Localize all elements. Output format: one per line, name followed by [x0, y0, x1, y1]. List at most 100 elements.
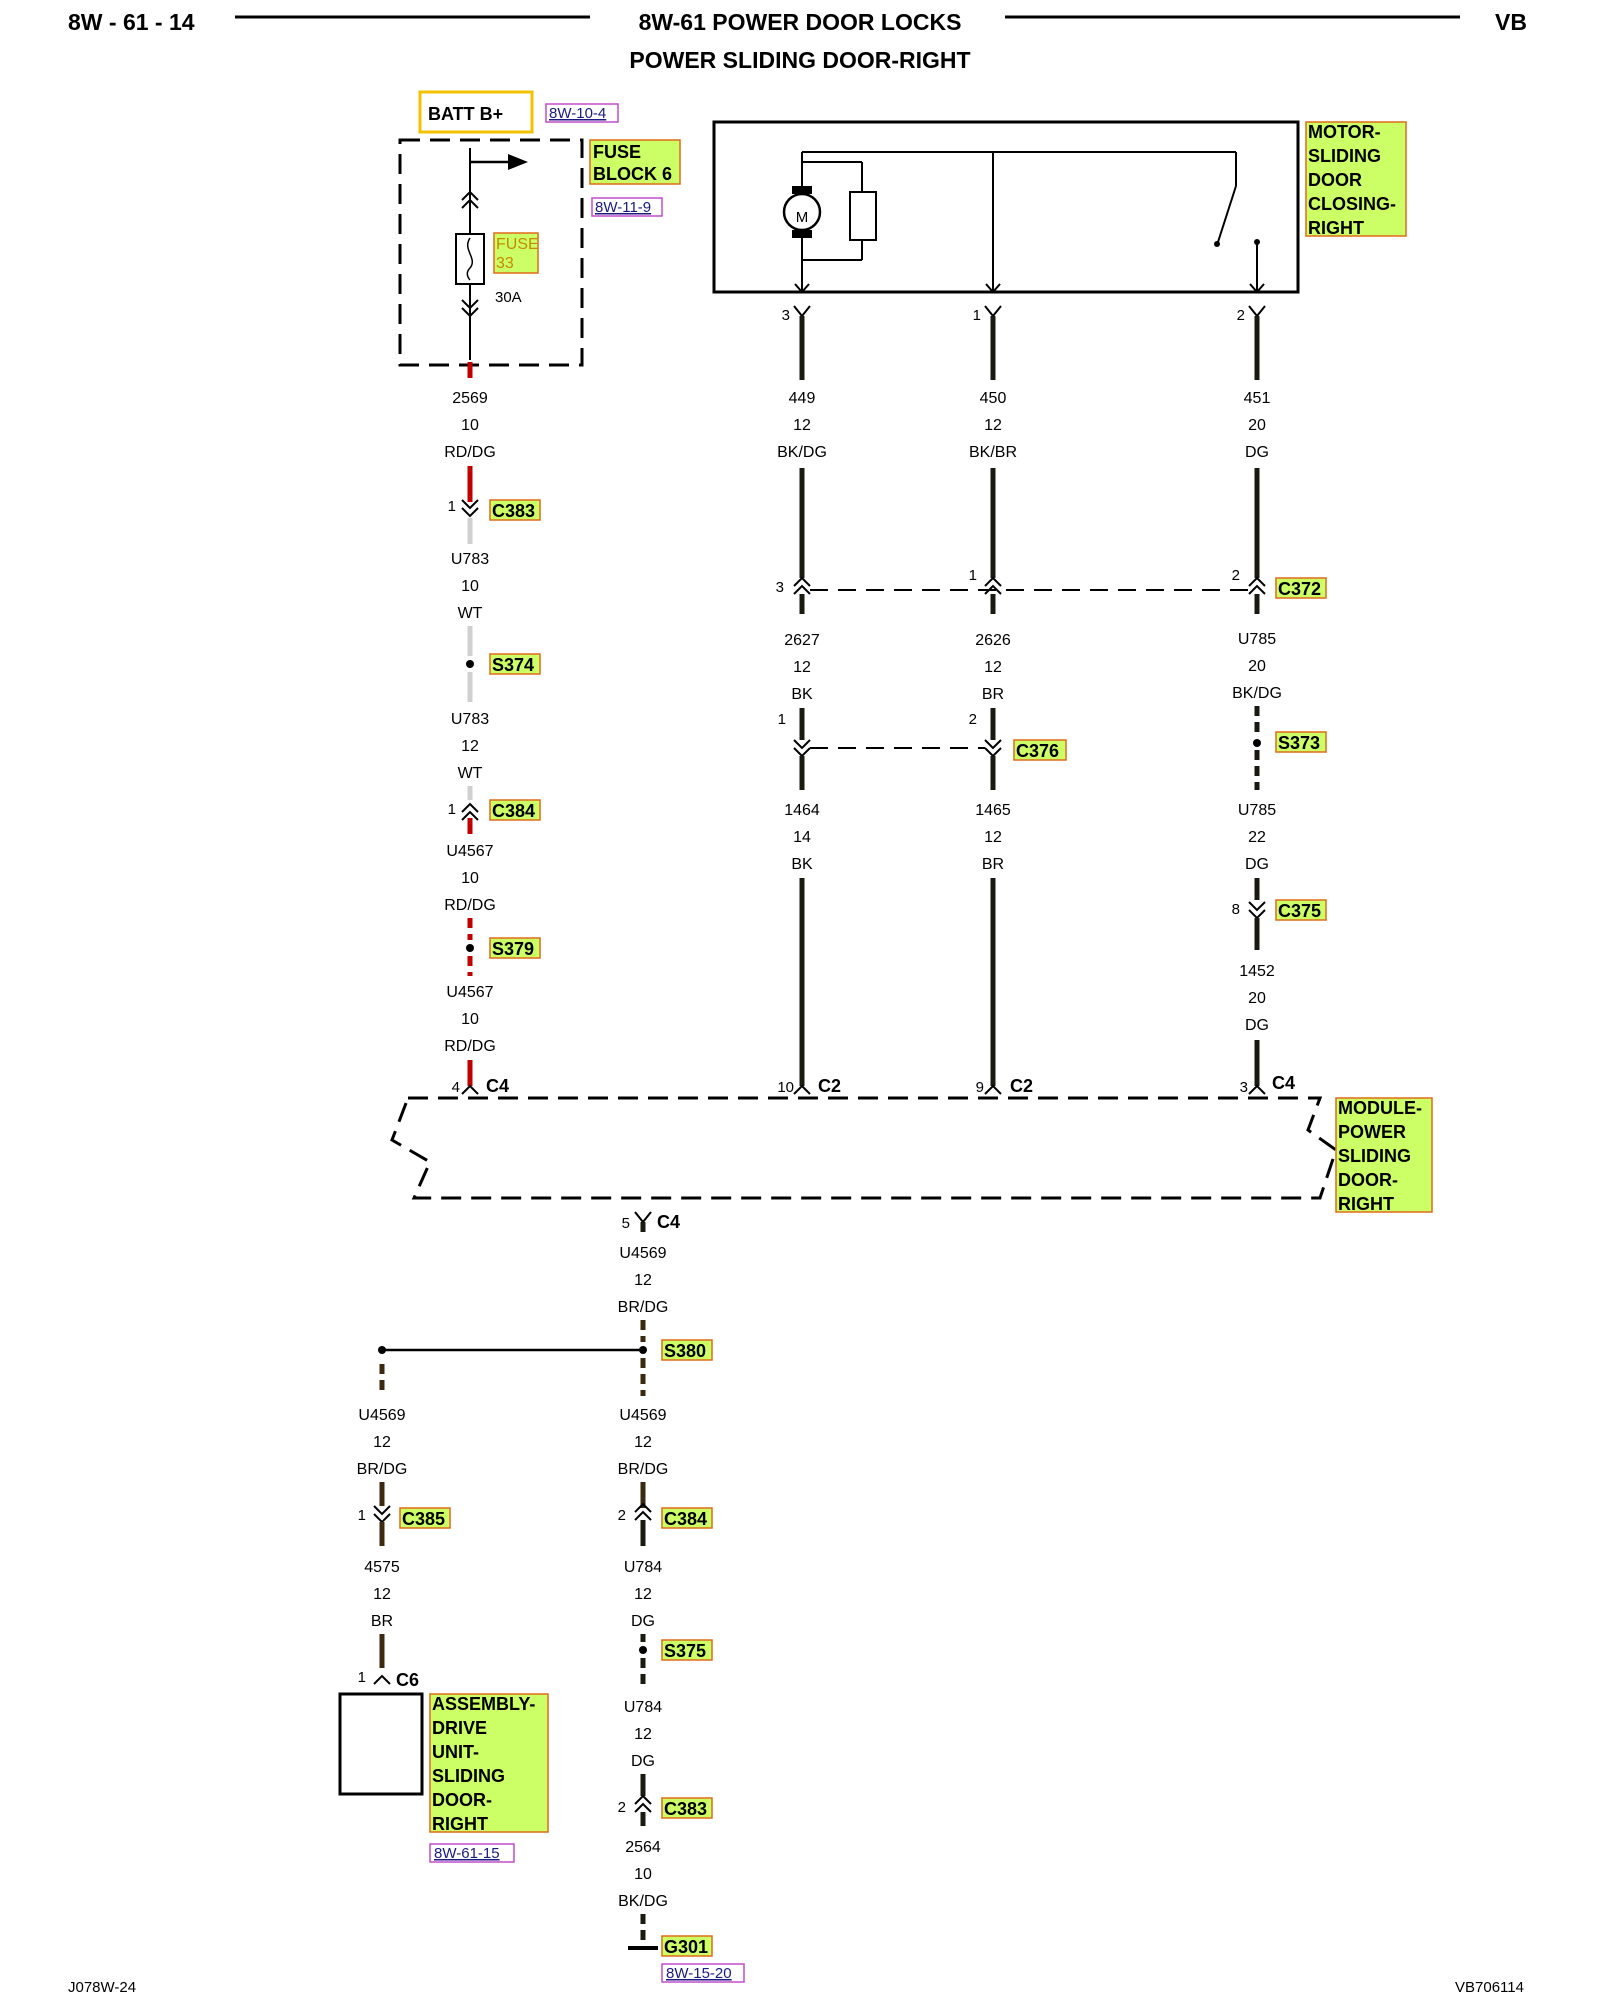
- c383-top-chevron-icon: [461, 499, 479, 510]
- wire-449-color: BK/DG: [777, 444, 827, 461]
- motor-pin-2: 2: [1237, 307, 1245, 324]
- s375-splice-icon: [639, 1646, 647, 1654]
- s374-label: S374: [492, 655, 534, 675]
- wire-u4567a-gauge: 10: [461, 870, 479, 887]
- c376-pin2-chevron-icon: [984, 739, 1002, 750]
- c384-top-label: C384: [492, 801, 535, 821]
- g301-ref-box[interactable]: [661, 1963, 745, 1983]
- motor-ptc-icon: [849, 191, 877, 241]
- wire-1452-gauge: 20: [1248, 990, 1266, 1007]
- mod-c2-b-chevron-icon: [984, 1084, 1002, 1095]
- assembly-label-1: ASSEMBLY-: [432, 1694, 535, 1714]
- s379-splice-icon: [466, 944, 474, 952]
- c383-top-label-bg: [489, 499, 541, 521]
- c376-label-bg: [1013, 739, 1067, 761]
- wire-451-color: DG: [1245, 444, 1269, 461]
- c6-chevron-icon: [373, 1674, 391, 1685]
- wire-1465-color: BR: [982, 856, 1004, 873]
- wire-u4569c-gauge: 12: [373, 1434, 391, 1451]
- mod-c2-b-label: C2: [1010, 1076, 1033, 1096]
- wire-u4569c-color: BR/DG: [357, 1461, 408, 1478]
- wire-2564-color: BK/DG: [618, 1893, 668, 1910]
- s374-splice-icon: [466, 660, 474, 668]
- g301-ref-link[interactable]: 8W-15-20: [666, 1965, 732, 1982]
- wire-2626-circuit: 2626: [975, 632, 1011, 649]
- wire-u4567b-gauge: 10: [461, 1011, 479, 1028]
- wire-4575-circuit: 4575: [364, 1559, 400, 1576]
- fuse-block-label-1: FUSE: [593, 142, 641, 162]
- assembly-label-bg: [429, 1693, 549, 1833]
- wire-u785b-color: DG: [1245, 856, 1269, 873]
- module-label-5: RIGHT: [1338, 1194, 1394, 1214]
- assembly-ref-link[interactable]: 8W-61-15: [434, 1845, 500, 1862]
- wire-u783b-gauge: 12: [461, 738, 479, 755]
- wire-u4567a-color: RD/DG: [444, 897, 496, 914]
- wire-u784a-color: DG: [631, 1613, 655, 1630]
- wire-u4567a-circuit: U4567: [446, 843, 493, 860]
- wire-1464-gauge: 14: [793, 829, 811, 846]
- mod-c4-out-pin: 5: [622, 1215, 630, 1232]
- wire-1464-color: BK: [791, 856, 813, 873]
- fuse-block-outline: [398, 138, 584, 367]
- mod-c2-b-pin: 9: [976, 1079, 984, 1096]
- wire-u783a-color: WT: [458, 605, 483, 622]
- assembly-ref-box[interactable]: [429, 1843, 515, 1863]
- wire-2627-circuit: 2627: [784, 632, 820, 649]
- wire-u4569a-gauge: 12: [634, 1272, 652, 1289]
- mod-c4-out-y-icon: [634, 1211, 652, 1224]
- motor-label-2: SLIDING: [1308, 146, 1381, 166]
- s375-label: S375: [664, 1641, 706, 1661]
- s373-label: S373: [1278, 733, 1320, 753]
- wire-u784a-circuit: U784: [624, 1559, 662, 1576]
- wire-u784b-color: DG: [631, 1753, 655, 1770]
- fuse-label-1: FUSE: [496, 236, 539, 253]
- motor-label-3: DOOR: [1308, 170, 1362, 190]
- motor-pin3-arrow-icon: [794, 283, 810, 294]
- motor-pin-2-icon: [1248, 305, 1266, 318]
- module-label-2: POWER: [1338, 1122, 1406, 1142]
- c384-top-pin: 1: [448, 801, 456, 818]
- fuse-block-ref-link[interactable]: 8W-11-9: [595, 199, 651, 216]
- fuse-element-icon: [466, 237, 473, 281]
- fuse-block-ref-box[interactable]: [591, 197, 663, 217]
- wire-2569-color: RD/DG: [444, 444, 496, 461]
- page-title: 8W-61 POWER DOOR LOCKS: [639, 9, 962, 35]
- wire-2564-circuit: 2564: [625, 1839, 661, 1856]
- wire-2569-circuit: 2569: [452, 390, 488, 407]
- module-label-4: DOOR-: [1338, 1170, 1398, 1190]
- c376-pin-1: 1: [778, 711, 786, 728]
- c375-pin: 8: [1232, 901, 1240, 918]
- fuse-block-label-bg: [589, 139, 681, 185]
- wire-u4567b-color: RD/DG: [444, 1038, 496, 1055]
- wire-2626-color: BR: [982, 686, 1004, 703]
- motor-label-1: MOTOR-: [1308, 122, 1381, 142]
- fuse-in-chevron-icon: [461, 190, 479, 201]
- c372-pin-2: 2: [1232, 567, 1240, 584]
- motor-pin-3: 3: [782, 307, 790, 324]
- page-subtitle: POWER SLIDING DOOR-RIGHT: [629, 47, 970, 73]
- assembly-label-2: DRIVE: [432, 1718, 487, 1738]
- wire-u783a-gauge: 10: [461, 578, 479, 595]
- c384-top-label-bg: [489, 799, 541, 821]
- assembly-label-6: RIGHT: [432, 1814, 488, 1834]
- mod-c4-right-chevron-icon: [1248, 1084, 1266, 1095]
- c372-pin3-chevron-icon-2: [793, 584, 811, 595]
- module-label-3: SLIDING: [1338, 1146, 1411, 1166]
- fuse-icon: [455, 233, 485, 285]
- c372-pin1-chevron-icon-2: [984, 584, 1002, 595]
- c384-top-chevron-icon: [461, 802, 479, 813]
- module-label-1: MODULE-: [1338, 1098, 1422, 1118]
- s373-label-bg: [1275, 731, 1327, 753]
- motor-brush-top-icon: [792, 186, 812, 194]
- batt-ref-box[interactable]: [545, 103, 619, 123]
- wire-u4569a-circuit: U4569: [619, 1245, 666, 1262]
- wire-4575-color: BR: [371, 1613, 393, 1630]
- fuse-block-label-2: BLOCK 6: [593, 164, 672, 184]
- s380-label: S380: [664, 1341, 706, 1361]
- batt-ref-link[interactable]: 8W-10-4: [549, 105, 606, 122]
- c376-pin-2: 2: [969, 711, 977, 728]
- wire-u4569b-color: BR/DG: [618, 1461, 669, 1478]
- motor-label-bg: [1305, 121, 1407, 237]
- c375-chevron-icon: [1248, 901, 1266, 912]
- wire-u783a-circuit: U783: [451, 551, 489, 568]
